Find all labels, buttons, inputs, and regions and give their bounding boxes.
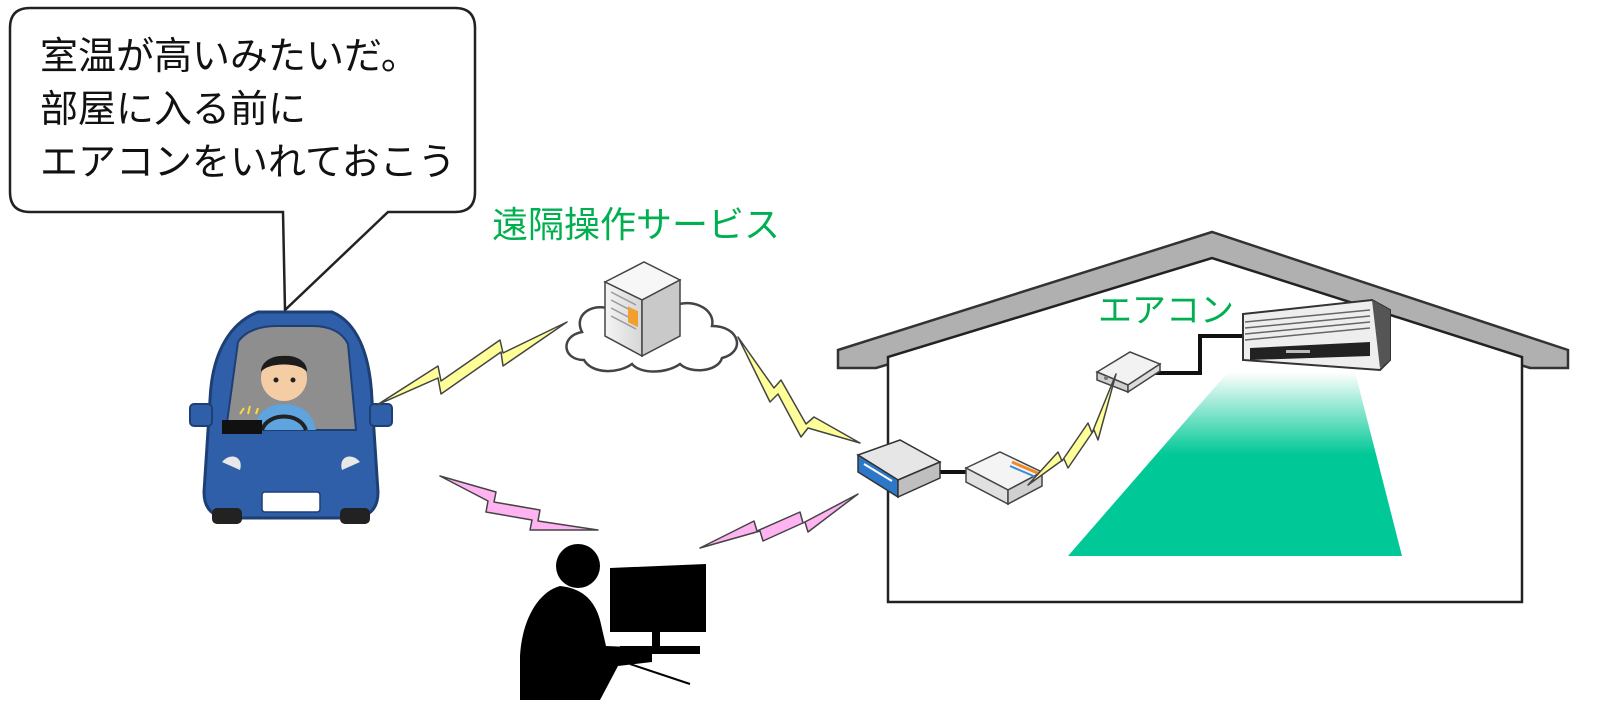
wireless-signal-icon (376, 321, 1117, 486)
speech-line-3: エアコンをいれておこう (40, 140, 456, 184)
wireless-signal-icon (439, 475, 859, 549)
speech-line-1: 室温が高いみたいだ。 (40, 34, 419, 78)
airflow-beam (1068, 372, 1402, 556)
server-icon (603, 261, 682, 358)
gateway-icon (964, 451, 1044, 506)
speech-line-2: 部屋に入る前に (40, 87, 307, 131)
operator-at-computer-icon (520, 544, 706, 700)
router-icon (856, 439, 942, 499)
car-with-driver-icon (189, 310, 393, 524)
adapter-icon (1095, 351, 1162, 394)
air-conditioner-icon (1242, 298, 1391, 372)
aircon-label: エアコン (1098, 291, 1234, 331)
remote-service-label: 遠隔操作サービス (492, 205, 781, 246)
speech-bubble (8, 6, 477, 313)
cables (937, 334, 1242, 474)
speech-bubble-text: 室温が高いみたいだ。 部屋に入る前に エアコンをいれておこう (40, 30, 480, 189)
